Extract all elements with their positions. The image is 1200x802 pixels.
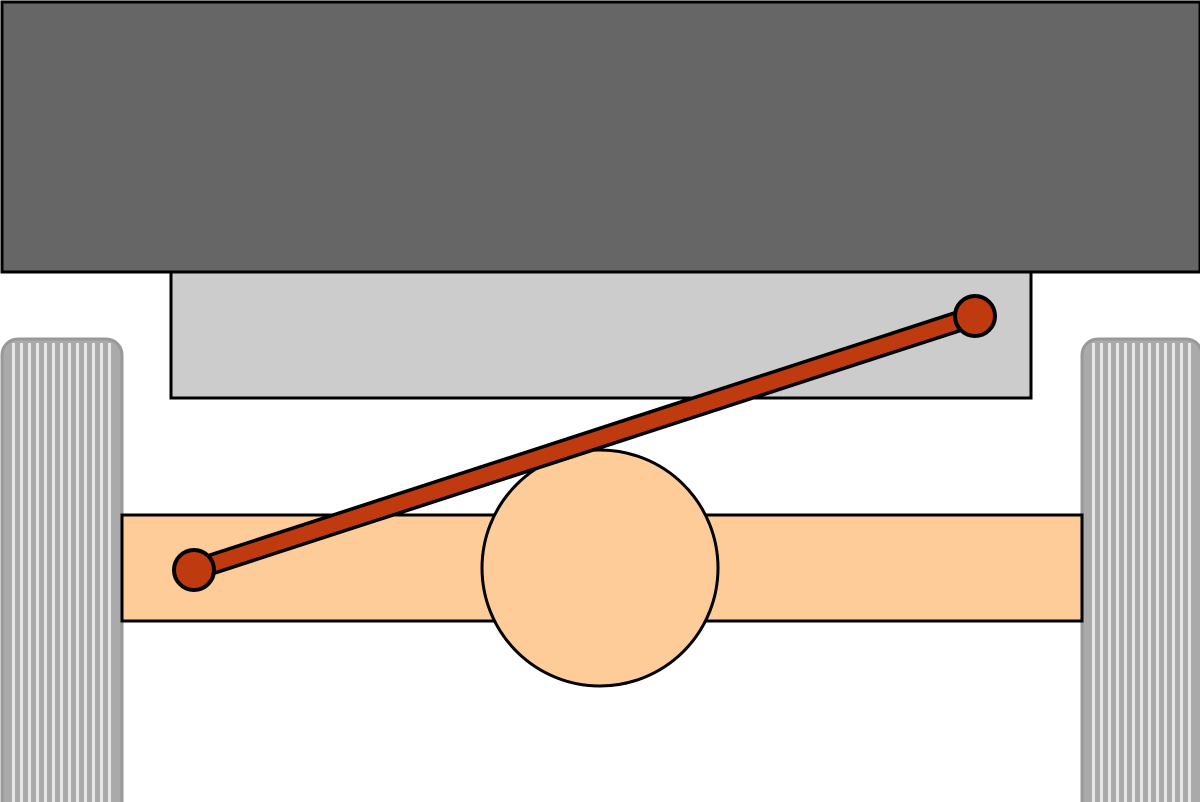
right-wheel <box>1080 337 1200 802</box>
vehicle-body <box>0 0 1200 274</box>
axle-pivot-joint <box>172 548 216 592</box>
differential-housing <box>480 448 720 688</box>
frame-pivot-joint <box>953 294 997 338</box>
left-wheel <box>0 337 124 802</box>
panhard-rod-bar <box>186 308 983 578</box>
right-tire-tread <box>1090 343 1194 802</box>
panhard-rod <box>172 294 997 592</box>
left-tire-tread <box>10 343 114 802</box>
